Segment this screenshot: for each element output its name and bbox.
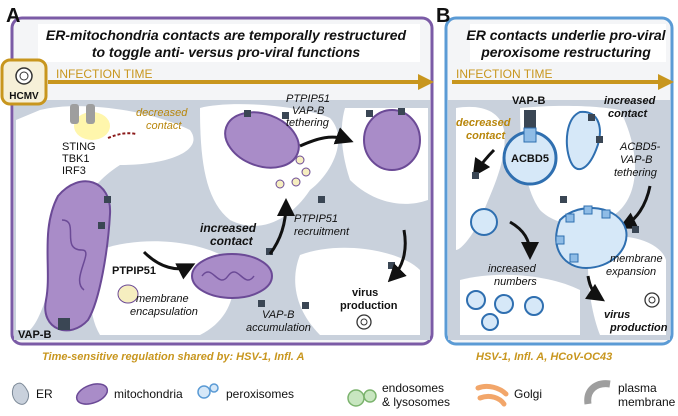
ptpip51-beads <box>117 155 311 304</box>
label-membrane-b-2: expansion <box>606 266 656 278</box>
legend-endosomes-label-1: endosomes <box>382 381 444 395</box>
legend-peroxisomes-icon <box>197 385 211 399</box>
label-acbd5: ACBD5 <box>511 153 549 165</box>
peroxisome-expanded <box>555 206 628 270</box>
label-tbk1: TBK1 <box>62 153 90 165</box>
legend-er-icon <box>11 382 29 405</box>
label-decreased-b-1: decreased <box>456 117 511 129</box>
acbd5-tethers <box>555 205 611 263</box>
mitochondrion-center <box>191 253 273 299</box>
label-recruitment-1: PTPIP51 <box>294 213 338 225</box>
label-decreased-a-2: contact <box>146 120 182 132</box>
legend-plasma-label-2: membrane <box>618 395 676 409</box>
mitochondrion-left <box>44 180 112 332</box>
label-ptpip51-vapb-2: VAP-B <box>292 105 324 117</box>
mitochondrion-right <box>363 109 421 171</box>
vapb-tethers-b <box>472 114 639 233</box>
peroxisome-cluster <box>466 290 544 331</box>
legend-golgi-icon <box>475 383 509 397</box>
panel-a-letter: A <box>6 5 20 27</box>
label-decreased-a-1: decreased <box>136 107 188 119</box>
legend: ER mitochondria peroxisomes endosomes & … <box>11 380 676 409</box>
label-ptpip51-vapb-3: tethering <box>286 117 330 129</box>
label-acbd5-vapb-2: VAP-B <box>620 154 652 166</box>
label-recruitment-2: recruitment <box>294 226 350 238</box>
timeline-label-a: INFECTION TIME <box>56 67 152 81</box>
label-increased-b-2: contact <box>608 108 648 120</box>
label-membrane-a-1: membrane <box>136 293 189 305</box>
vapb-marker <box>58 318 70 330</box>
label-numbers-2: numbers <box>494 276 537 288</box>
label-virus-prod-a-1: virus <box>352 287 378 299</box>
legend-mitochondria-icon <box>75 383 109 405</box>
panel-a-title-line2: to toggle anti- versus pro-viral functio… <box>92 44 361 60</box>
label-numbers-1: increased <box>488 263 537 275</box>
mitochondrion-top <box>224 111 300 169</box>
label-ptpip51-vapb-1: PTPIP51 <box>286 93 330 105</box>
peroxisome-small <box>470 208 498 236</box>
label-increased-b-1: increased <box>604 95 656 107</box>
label-vapb-acc-2: accumulation <box>246 322 311 334</box>
panel-a-title-line1: ER-mitochondria contacts are temporally … <box>46 27 407 43</box>
label-vapb-acc-1: VAP-B <box>262 309 294 321</box>
timeline-label-b: INFECTION TIME <box>456 67 552 81</box>
panel-a: A ER-mitochondria contacts are temporall… <box>0 5 434 363</box>
virion-icon-a <box>356 314 372 330</box>
legend-golgi-label: Golgi <box>514 387 542 401</box>
legend-er-label: ER <box>36 387 53 401</box>
label-vapb-a: VAP-B <box>18 329 51 341</box>
label-decreased-b-2: contact <box>466 130 506 142</box>
label-ptpip51: PTPIP51 <box>112 265 156 277</box>
panel-b: B ER contacts underlie pro-viral peroxis… <box>436 5 674 363</box>
label-increased-a-2: contact <box>210 234 254 248</box>
legend-plasma-label-1: plasma <box>618 381 657 395</box>
panel-b-footer: HSV-1, Infl. A, HCoV-OC43 <box>476 351 612 363</box>
label-irf3: IRF3 <box>62 165 86 177</box>
legend-endosomes-label-2: & lysosomes <box>382 395 450 409</box>
hcmv-label: HCMV <box>9 91 39 102</box>
label-increased-a-1: increased <box>200 221 257 235</box>
label-virus-prod-a-2: production <box>340 300 398 312</box>
label-acbd5-vapb-1: ACBD5- <box>619 141 661 153</box>
peroxisome-elongated <box>565 110 601 171</box>
panel-b-letter: B <box>436 5 450 27</box>
legend-mitochondria-label: mitochondria <box>114 387 183 401</box>
label-sting: STING <box>62 141 96 153</box>
panel-a-footer: Time-sensitive regulation shared by: HSV… <box>42 351 304 363</box>
label-virus-prod-b-1: virus <box>604 309 630 321</box>
legend-plasma-membrane-icon <box>584 380 611 405</box>
legend-peroxisomes-label: peroxisomes <box>226 387 294 401</box>
label-acbd5-vapb-3: tethering <box>614 167 658 179</box>
panel-b-title-line2: peroxisome restructuring <box>480 44 651 60</box>
label-membrane-b-1: membrane <box>610 253 663 265</box>
legend-endosomes-icon <box>347 389 365 407</box>
virion-icon-b <box>644 292 660 308</box>
panel-b-title-line1: ER contacts underlie pro-viral <box>466 27 666 43</box>
label-vapb-b: VAP-B <box>512 95 545 107</box>
label-membrane-a-2: encapsulation <box>130 306 198 318</box>
label-virus-prod-b-2: production <box>609 322 668 334</box>
virus-icon <box>15 67 33 85</box>
